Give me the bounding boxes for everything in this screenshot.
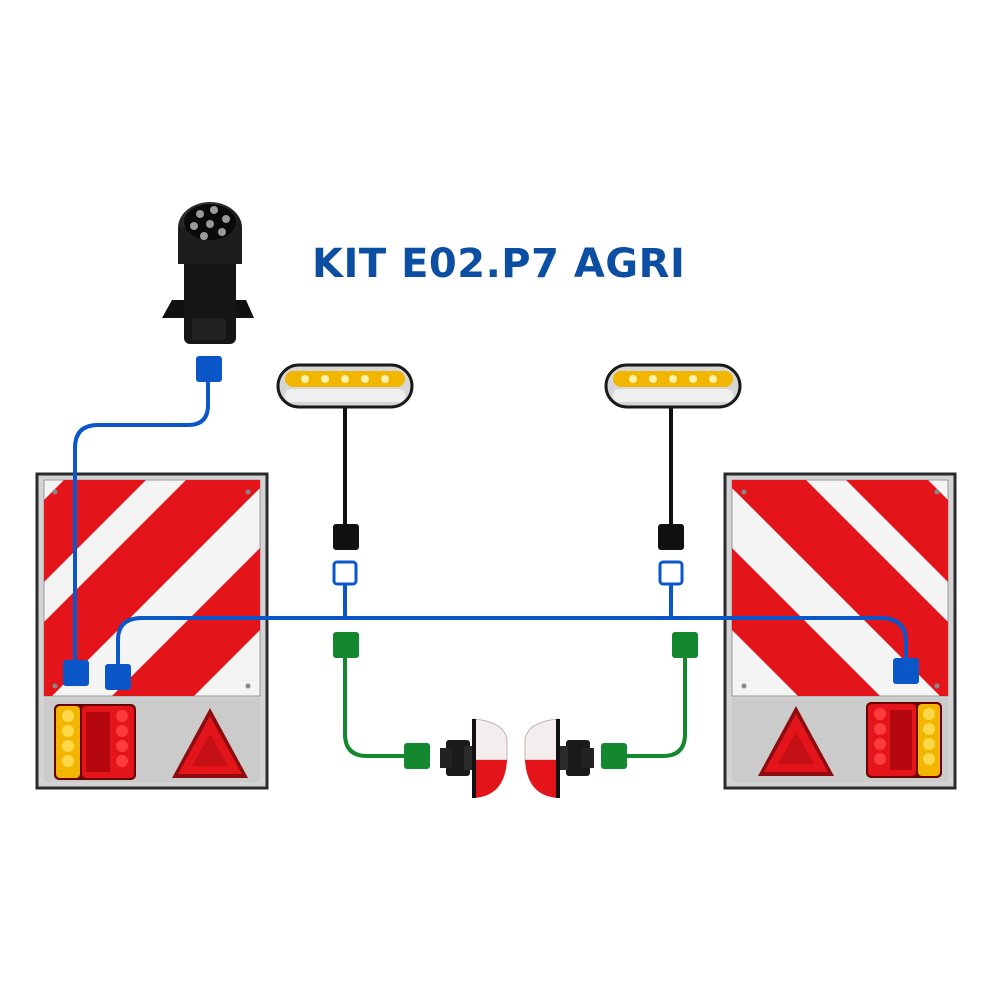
right-warning-stripes bbox=[732, 480, 948, 696]
left-side-connector-top bbox=[333, 632, 359, 658]
right-tail-lamp bbox=[866, 702, 942, 778]
right-marker-connector bbox=[658, 524, 684, 550]
left-warning-stripes bbox=[44, 480, 260, 696]
side-wiring bbox=[343, 643, 687, 758]
7-pin-socket-icon bbox=[162, 202, 254, 344]
left-tail-lamp bbox=[54, 704, 136, 780]
kit-title: KIT E02.P7 AGRI bbox=[312, 241, 686, 287]
right-side-connector-bottom bbox=[601, 743, 627, 769]
right-marker-socket bbox=[658, 560, 684, 586]
right-side-lamp bbox=[524, 718, 594, 798]
left-panel-connector-b bbox=[105, 664, 131, 690]
right-side-connector-top bbox=[672, 632, 698, 658]
marker-wiring bbox=[343, 400, 673, 530]
right-warning-panel bbox=[723, 472, 957, 790]
left-marker-socket bbox=[332, 560, 358, 586]
left-panel-connector-a bbox=[63, 660, 89, 686]
left-side-connector-bottom bbox=[404, 743, 430, 769]
left-marker-connector bbox=[333, 524, 359, 550]
left-marker-lamp bbox=[276, 363, 414, 409]
left-side-lamp bbox=[440, 718, 508, 798]
connectors bbox=[63, 356, 919, 769]
right-triangle-reflector bbox=[758, 706, 834, 776]
plug-to-left-panel-wire bbox=[73, 366, 210, 670]
plug-connector bbox=[196, 356, 222, 382]
right-side-lamp-wire bbox=[612, 646, 687, 758]
left-side-lamp-wire bbox=[343, 643, 418, 758]
right-panel-connector bbox=[893, 658, 919, 684]
horizontal-bus-wire bbox=[116, 616, 908, 682]
right-marker-lamp bbox=[604, 363, 742, 409]
left-triangle-reflector bbox=[172, 708, 248, 778]
main-wiring bbox=[73, 366, 908, 682]
